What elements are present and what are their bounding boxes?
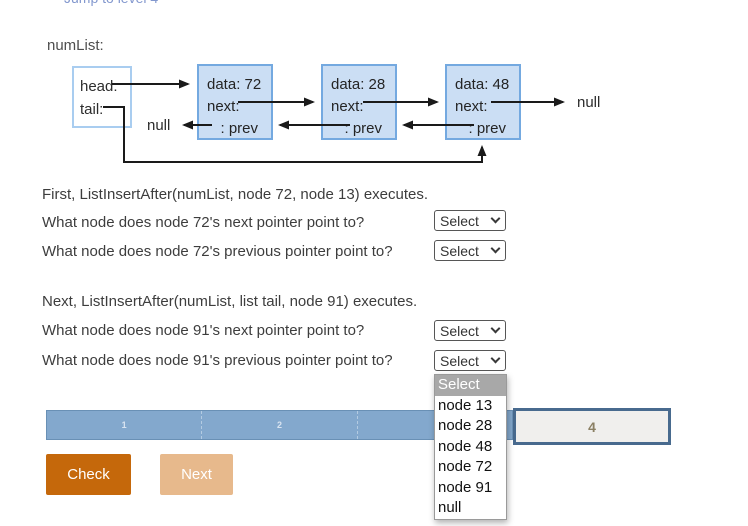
question3-select[interactable]: Select xyxy=(434,320,506,341)
dropdown-option-select[interactable]: Select xyxy=(435,375,506,396)
head-tail-box: head: tail: xyxy=(72,66,132,128)
list-node-28: data: 28 next: : prev xyxy=(321,64,397,140)
list-node-48: data: 48 next: : prev xyxy=(445,64,521,140)
select-value: Select xyxy=(440,212,479,229)
next-button[interactable]: Next xyxy=(160,454,233,495)
question3-text: What node does node 91's next pointer po… xyxy=(42,322,365,339)
node-next-label: next: xyxy=(455,98,488,115)
node-next-label: next: xyxy=(207,98,240,115)
part1-intro-text: First, ListInsertAfter(numList, node 72,… xyxy=(42,186,429,203)
node-next-label: next: xyxy=(331,98,364,115)
dropdown-option-node-13[interactable]: node 13 xyxy=(438,396,493,414)
node-prev-label: : prev xyxy=(220,120,258,137)
progress-segment-2: 2 xyxy=(201,411,356,439)
head-pointer-label: head: xyxy=(80,78,118,95)
node-prev-label: : prev xyxy=(468,120,506,137)
jump-to-level-link[interactable]: Jump to level 4 xyxy=(64,0,158,6)
list-variable-label: numList: xyxy=(47,37,104,54)
progress-segment-1: 1 xyxy=(121,420,127,430)
node-data-label: data: 72 xyxy=(207,76,262,93)
question4-text: What node does node 91's previous pointe… xyxy=(42,352,393,369)
progress-segment-3 xyxy=(356,411,512,439)
next-null-label: null xyxy=(577,94,601,111)
node-data-label: data: 28 xyxy=(331,76,386,93)
part2-intro-text: Next, ListInsertAfter(numList, list tail… xyxy=(42,293,418,310)
dropdown-option-node-91[interactable]: node 91 xyxy=(438,478,493,496)
question4-dropdown-list: Select node 13 node 28 node 48 node 72 n… xyxy=(434,374,507,520)
check-button[interactable]: Check xyxy=(46,454,131,495)
question1-select[interactable]: Select xyxy=(434,210,506,231)
question1-text: What node does node 72's next pointer po… xyxy=(42,214,365,231)
question2-select[interactable]: Select xyxy=(434,240,506,261)
select-value: Select xyxy=(440,352,479,369)
dropdown-option-node-72[interactable]: node 72 xyxy=(438,458,493,475)
prev-null-label: null xyxy=(147,117,171,134)
chevron-down-icon xyxy=(490,243,501,254)
select-value: Select xyxy=(440,242,479,259)
tail-arrow xyxy=(103,106,487,163)
dropdown-option-node-28[interactable]: node 28 xyxy=(438,417,493,434)
chevron-down-icon xyxy=(490,213,501,224)
dropdown-option-node-48[interactable]: node 48 xyxy=(438,437,493,455)
chevron-down-icon xyxy=(490,323,501,334)
chevron-down-icon xyxy=(490,353,501,364)
list-node-72: data: 72 next: : prev xyxy=(197,64,273,140)
node-prev-label: : prev xyxy=(344,120,382,137)
progress-segment-4-current: 4 xyxy=(513,408,671,445)
node-data-label: data: 48 xyxy=(455,76,510,93)
question2-text: What node does node 72's previous pointe… xyxy=(42,243,393,260)
question4-select[interactable]: Select xyxy=(434,350,506,371)
select-value: Select xyxy=(440,322,479,339)
dropdown-option-null[interactable]: null xyxy=(438,499,462,516)
tail-pointer-label: tail: xyxy=(80,101,104,118)
